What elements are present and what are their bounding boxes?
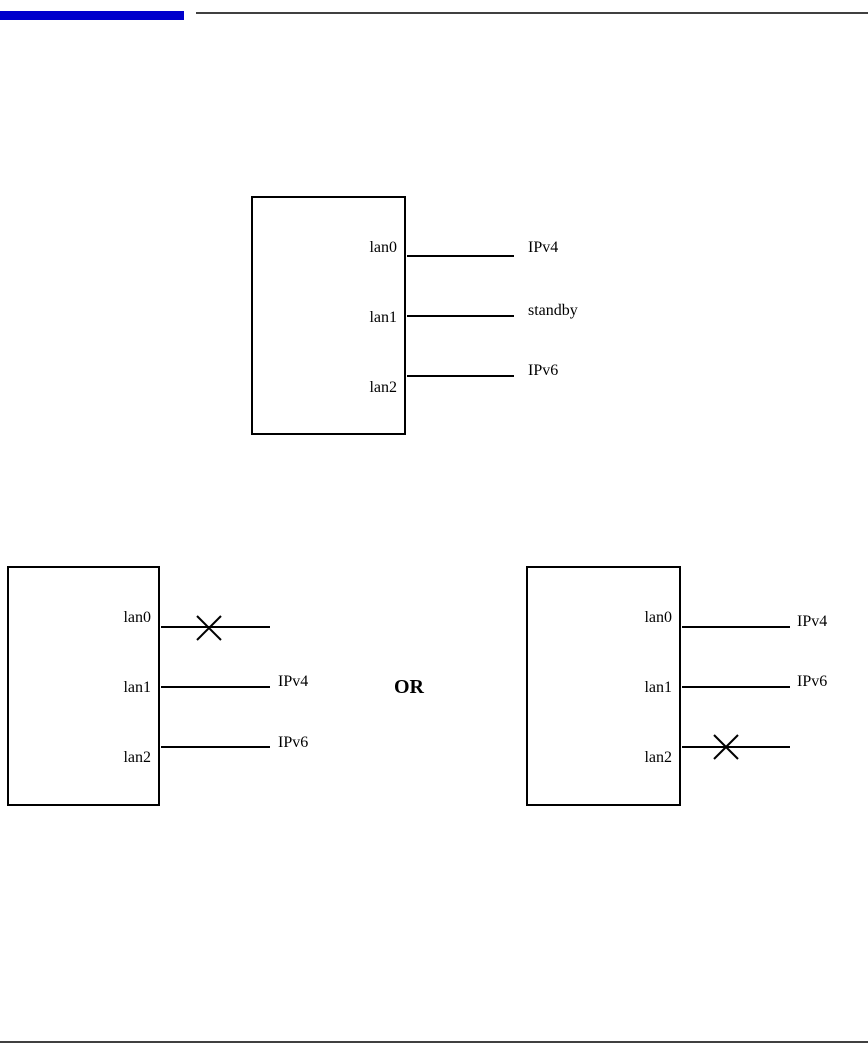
- right-link-lan1-label: IPv6: [797, 673, 827, 690]
- or-separator: OR: [394, 676, 425, 698]
- right-port-lan0-label: lan0: [644, 609, 672, 626]
- header-accent-bar: [0, 11, 184, 20]
- left-link-lan1-label: IPv4: [278, 673, 308, 690]
- right-host-box: [526, 566, 681, 806]
- top-link-lan0-label: IPv4: [528, 239, 558, 256]
- right-port-lan1-label: lan1: [644, 679, 672, 696]
- right-failure-x-icon: [713, 734, 739, 760]
- left-port-lan2-label: lan2: [123, 749, 151, 766]
- right-diagram: lan0 lan1 lan2 IPv4 IPv6: [526, 566, 827, 806]
- top-port-lan2-label: lan2: [369, 379, 397, 396]
- left-port-lan1-label: lan1: [123, 679, 151, 696]
- top-link-lan2-label: IPv6: [528, 362, 558, 379]
- top-port-lan1-label: lan1: [369, 309, 397, 326]
- top-diagram: lan0 lan1 lan2 IPv4 standby IPv6: [251, 196, 578, 435]
- right-link-lan0-label: IPv4: [797, 613, 827, 630]
- top-link-lan1-label: standby: [528, 302, 578, 319]
- right-port-lan2-label: lan2: [644, 749, 672, 766]
- left-host-box: [7, 566, 160, 806]
- left-diagram: lan0 lan1 lan2 IPv4 IPv6: [7, 566, 308, 806]
- top-host-box: [251, 196, 406, 435]
- left-link-lan2-label: IPv6: [278, 734, 308, 751]
- top-port-lan0-label: lan0: [369, 239, 397, 256]
- left-failure-x-icon: [196, 615, 222, 641]
- left-port-lan0-label: lan0: [123, 609, 151, 626]
